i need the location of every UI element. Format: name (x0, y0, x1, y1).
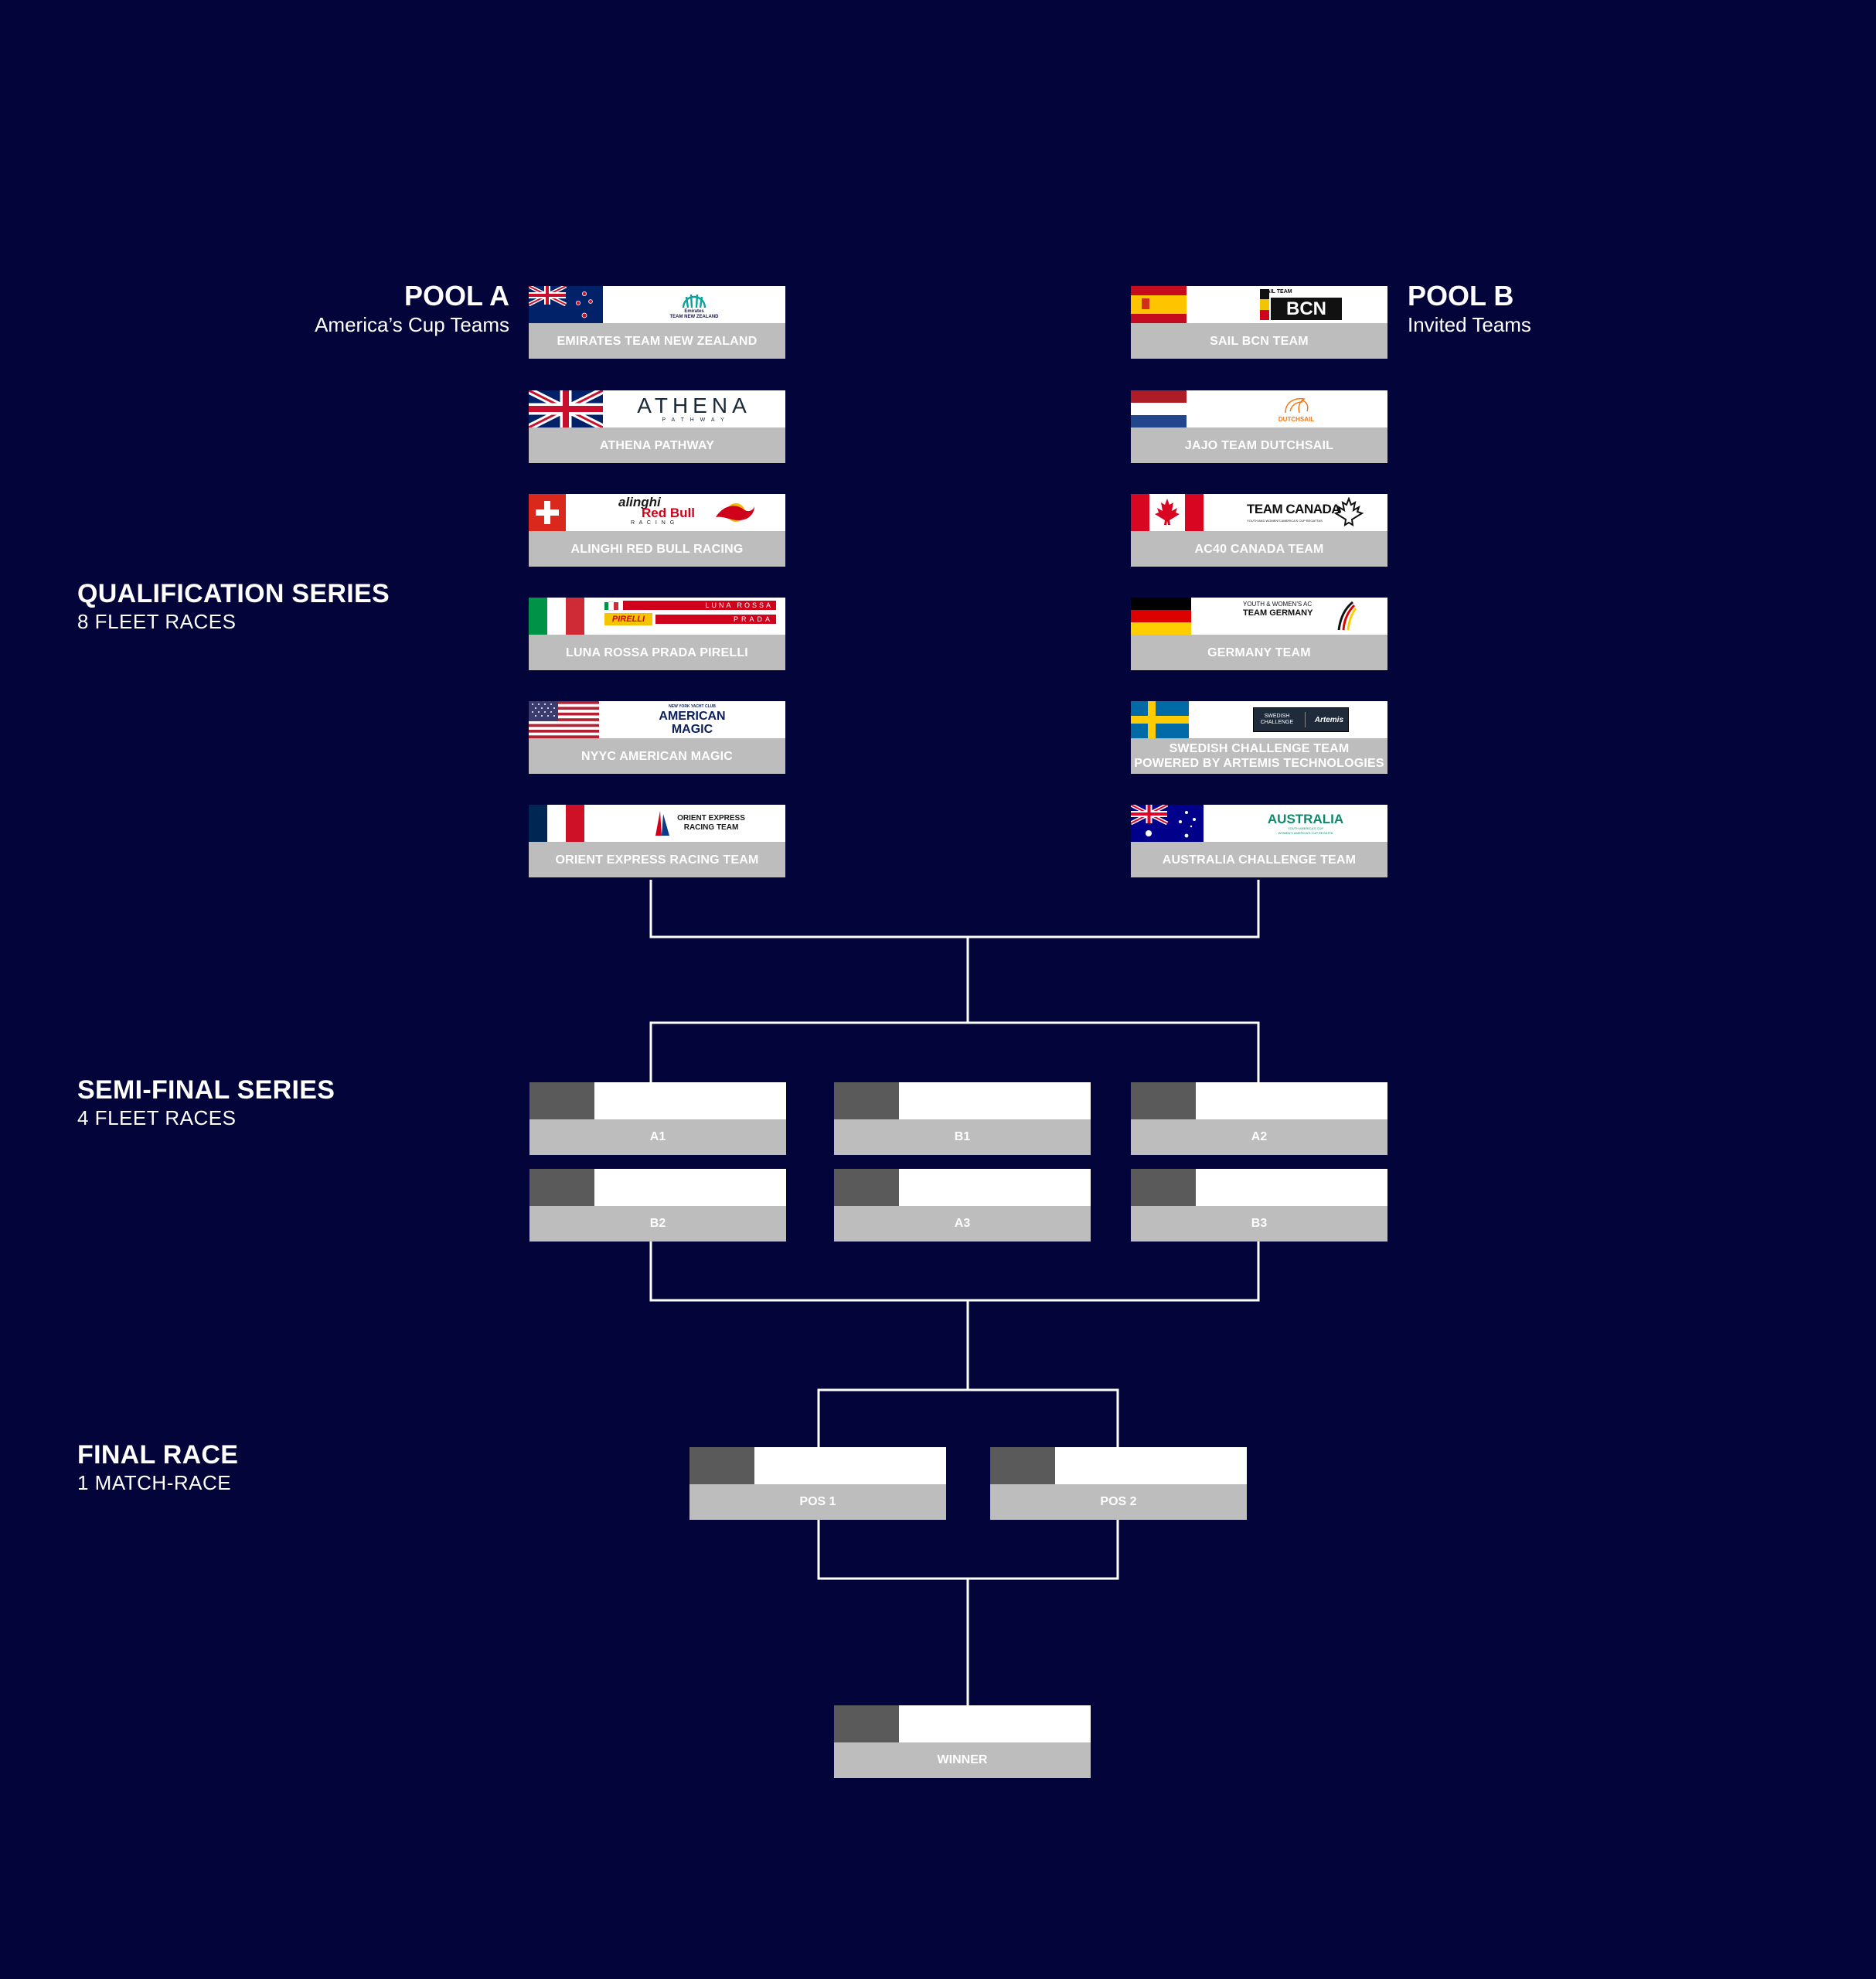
dutchsail-logo-icon: DUTCHSAIL (1205, 390, 1387, 427)
sweden-flag-icon (1131, 701, 1189, 738)
team-name: JAJO TEAM DUTCHSAIL (1131, 427, 1387, 463)
team-name: AUSTRALIA CHALLENGE TEAM (1131, 842, 1387, 877)
slot-label: B1 (834, 1119, 1091, 1155)
france-flag-icon (529, 805, 584, 842)
stage-semi-final-title: SEMI-FINAL SERIES (77, 1075, 335, 1105)
connector-qualification (649, 880, 1260, 938)
pool-a-subtitle: America’s Cup Teams (315, 313, 509, 336)
team-canada-logo-icon: TEAM CANADA YOUTH AND WOMEN'S AMERICA'S … (1224, 494, 1387, 531)
team-card[interactable]: SAIL TEAM BCN SAIL BCN TEAM (1131, 286, 1387, 359)
connector-final-top (817, 1388, 1119, 1447)
canada-flag-icon (1131, 494, 1204, 531)
semi-slot-a1[interactable]: A1 (529, 1082, 786, 1155)
slot-label: POS 2 (990, 1484, 1247, 1520)
athena-logo-icon: ATHENA P A T H W A Y (637, 393, 751, 423)
pool-b-subtitle: Invited Teams (1408, 313, 1531, 336)
stage-qualification-title: QUALIFICATION SERIES (77, 579, 390, 608)
slot-label: A1 (529, 1119, 786, 1155)
luna-rossa-prada-pirelli-logo-icon: LUNA ROSSA PIRELLI PRADA (595, 598, 785, 635)
team-card[interactable]: YOUTH & WOMEN'S AC TEAM GERMANY GERMANY … (1131, 598, 1387, 670)
slot-label: B3 (1131, 1206, 1387, 1242)
team-name: ALINGHI RED BULL RACING (529, 531, 785, 567)
australia-challenge-logo-icon: AUSTRALIA YOUTH AMERICA'S CUP WOMEN'S AM… (1267, 811, 1344, 835)
spain-flag-icon (1131, 286, 1187, 323)
team-name: SWEDISH CHALLENGE TEAM POWERED BY ARTEMI… (1131, 738, 1387, 774)
pool-b-title: POOL B (1408, 280, 1514, 312)
team-card[interactable]: SWEDISH CHALLENGE Artemis SWEDISH CHALLE… (1131, 701, 1387, 774)
team-name: SAIL BCN TEAM (1131, 323, 1387, 359)
connector-final-bottom (817, 1520, 1119, 1580)
winner-label: WINNER (834, 1742, 1091, 1778)
stage-final-title: FINAL RACE (77, 1440, 239, 1470)
team-name: GERMANY TEAM (1131, 635, 1387, 670)
switzerland-flag-icon (529, 494, 566, 531)
team-card[interactable]: NEW YORK YACHT CLUB AMERICAN MAGIC NYYC … (529, 701, 785, 774)
stage-semi-final-subtitle: 4 FLEET RACES (77, 1106, 237, 1129)
alinghi-red-bull-logo-icon: alinghi Red Bull R A C I N G (575, 494, 785, 531)
slot-label: B2 (529, 1206, 786, 1242)
final-slot-pos-2[interactable]: POS 2 (990, 1447, 1247, 1520)
team-card[interactable]: LUNA ROSSA PIRELLI PRADA LUNA ROSSA PRAD… (529, 598, 785, 670)
germany-flag-icon (1131, 598, 1191, 635)
pool-b-header: POOL B Invited Teams (1408, 280, 1531, 337)
new-zealand-flag-icon (529, 286, 603, 323)
semi-slot-b3[interactable]: B3 (1131, 1169, 1387, 1242)
australia-flag-icon (1131, 805, 1204, 842)
team-card[interactable]: TEAM CANADA YOUTH AND WOMEN'S AMERICA'S … (1131, 494, 1387, 567)
etnz-logo-icon: Emirates TEAM NEW ZEALAND (603, 286, 785, 323)
stage-qualification: QUALIFICATION SERIES 8 FLEET RACES (77, 578, 390, 634)
united-kingdom-flag-icon (529, 390, 603, 427)
swedish-challenge-artemis-logo-icon: SWEDISH CHALLENGE Artemis (1239, 701, 1363, 738)
semi-slot-b2[interactable]: B2 (529, 1169, 786, 1242)
semi-slot-b1[interactable]: B1 (834, 1082, 1091, 1155)
stage-qualification-subtitle: 8 FLEET RACES (77, 610, 237, 633)
connector-semi-top (649, 1021, 1260, 1082)
team-card[interactable]: ATHENA P A T H W A Y ATHENA PATHWAY (529, 390, 785, 463)
slot-label: A3 (834, 1206, 1091, 1242)
team-card[interactable]: alinghi Red Bull R A C I N G ALINGHI RED… (529, 494, 785, 567)
team-card[interactable]: ORIENT EXPRESS RACING TEAM ORIENT EXPRES… (529, 805, 785, 877)
team-name: ORIENT EXPRESS RACING TEAM (529, 842, 785, 877)
semi-slot-a3[interactable]: A3 (834, 1169, 1091, 1242)
usa-flag-icon (529, 701, 599, 738)
team-name: AC40 CANADA TEAM (1131, 531, 1387, 567)
team-card[interactable]: Emirates TEAM NEW ZEALAND EMIRATES TEAM … (529, 286, 785, 359)
semi-slot-a2[interactable]: A2 (1131, 1082, 1387, 1155)
team-card[interactable]: AUSTRALIA YOUTH AMERICA'S CUP WOMEN'S AM… (1131, 805, 1387, 877)
team-name: ATHENA PATHWAY (529, 427, 785, 463)
stage-semi-final: SEMI-FINAL SERIES 4 FLEET RACES (77, 1075, 335, 1130)
stage-final: FINAL RACE 1 MATCH-RACE (77, 1439, 238, 1495)
connector-semi-bottom (649, 1242, 1260, 1302)
orient-express-logo-icon: ORIENT EXPRESS RACING TEAM (621, 805, 776, 842)
pool-a-header: POOL A America’s Cup Teams (315, 280, 509, 337)
team-germany-logo-icon: YOUTH & WOMEN'S AC TEAM GERMANY (1231, 598, 1370, 635)
pool-a-title: POOL A (403, 280, 509, 312)
team-name: LUNA ROSSA PRADA PIRELLI (529, 635, 785, 670)
team-name: NYYC AMERICAN MAGIC (529, 738, 785, 774)
italy-flag-icon (529, 598, 584, 635)
team-name: EMIRATES TEAM NEW ZEALAND (529, 323, 785, 359)
stage-final-subtitle: 1 MATCH-RACE (77, 1471, 232, 1494)
team-card[interactable]: DUTCHSAIL JAJO TEAM DUTCHSAIL (1131, 390, 1387, 463)
sail-bcn-logo-icon: SAIL TEAM BCN (1239, 286, 1363, 323)
netherlands-flag-icon (1131, 390, 1187, 427)
winner-slot[interactable]: WINNER (834, 1705, 1091, 1778)
slot-label: POS 1 (689, 1484, 946, 1520)
final-slot-pos-1[interactable]: POS 1 (689, 1447, 946, 1520)
american-magic-logo-icon: NEW YORK YACHT CLUB AMERICAN MAGIC (659, 703, 726, 736)
slot-label: A2 (1131, 1119, 1387, 1155)
